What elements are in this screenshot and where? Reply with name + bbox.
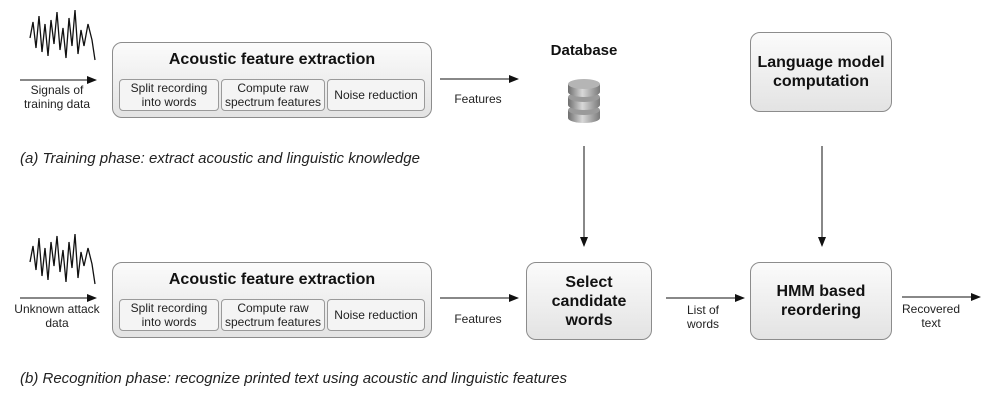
training-extraction-box: Acoustic feature extraction Split record…: [112, 42, 432, 118]
training-waveform-icon: [29, 9, 96, 61]
database-icon: [568, 79, 600, 123]
hmm-reordering-label: HMM based reordering: [776, 283, 866, 319]
recognition-input-label: Unknown attack data: [14, 302, 100, 330]
training-step-split: Split recording into words: [119, 79, 219, 111]
recognition-extraction-title: Acoustic feature extraction: [168, 271, 376, 288]
recovered-text-label: Recovered text: [901, 302, 961, 330]
recognition-caption: (b) Recognition phase: recognize printed…: [20, 370, 567, 387]
select-candidate-box: Select candidate words: [526, 262, 652, 340]
training-step-noise: Noise reduction: [327, 79, 425, 111]
training-caption: (a) Training phase: extract acoustic and…: [20, 150, 420, 167]
training-features-label: Features: [454, 92, 502, 106]
recognition-step-spectrum: Compute raw spectrum features: [221, 299, 325, 331]
recognition-features-label: Features: [454, 312, 502, 326]
select-candidate-label: Select candidate words: [551, 273, 627, 329]
recognition-step-noise: Noise reduction: [327, 299, 425, 331]
training-input-label: Signals of training data: [23, 83, 91, 111]
list-of-words-label: List of words: [686, 303, 719, 331]
recognition-extraction-box: Acoustic feature extraction Split record…: [112, 262, 432, 338]
hmm-reordering-box: HMM based reordering: [750, 262, 892, 340]
language-model-box: Language model computation: [750, 32, 892, 112]
language-model-label: Language model computation: [757, 54, 885, 90]
recognition-step-split: Split recording into words: [119, 299, 219, 331]
training-step-spectrum: Compute raw spectrum features: [221, 79, 325, 111]
database-label: Database: [550, 42, 618, 59]
training-extraction-title: Acoustic feature extraction: [168, 51, 376, 68]
recognition-waveform-icon: [29, 233, 96, 285]
